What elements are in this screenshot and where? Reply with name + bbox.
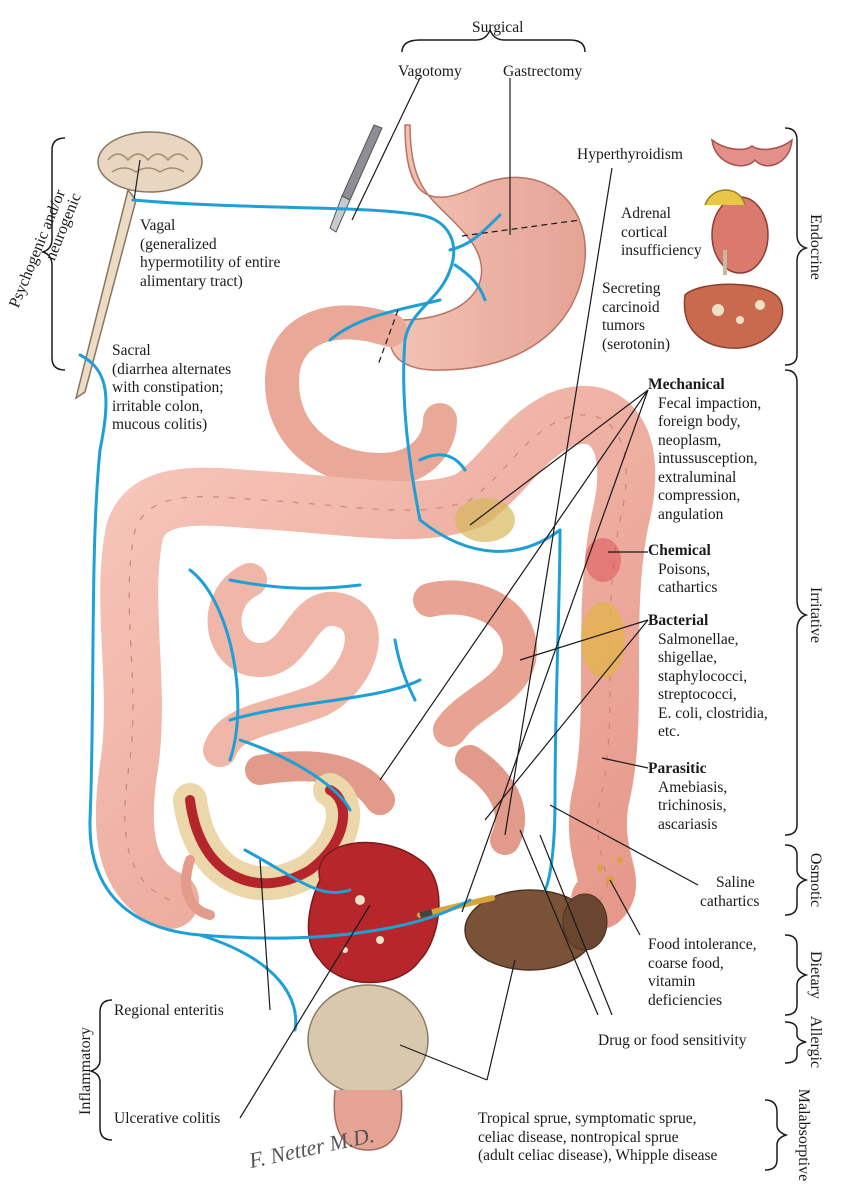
nerve-pathways bbox=[78, 198, 562, 1032]
bacterial-title: Bacterial bbox=[648, 612, 709, 629]
duodenum bbox=[265, 305, 457, 488]
adrenal-line: Adrenal bbox=[621, 205, 671, 222]
endocrine-group-label: Endocrine bbox=[807, 214, 824, 280]
osmotic-line: cathartics bbox=[700, 892, 760, 910]
parasitic-line: trichinosis, bbox=[658, 797, 727, 814]
vagal-title: Vagal bbox=[140, 217, 176, 234]
parasitic-line: ascariasis bbox=[658, 815, 718, 833]
vagal-line: alimentary tract) bbox=[140, 272, 243, 290]
brain-and-spinal-cord bbox=[74, 131, 203, 400]
bacterial-line: etc. bbox=[658, 723, 680, 740]
inflammatory-group-label: Inflammatory bbox=[77, 1027, 94, 1115]
sacral-line: mucous colitis) bbox=[112, 416, 208, 433]
surgical-group-label: Surgical bbox=[472, 19, 524, 36]
vagotomy-label: Vagotomy bbox=[398, 63, 462, 80]
adrenal-kidney-icon bbox=[704, 189, 769, 275]
drug-food-sensitivity-label: Drug or food sensitivity bbox=[598, 1032, 747, 1049]
sacral-line: irritable colon, bbox=[112, 397, 204, 415]
colon bbox=[95, 386, 656, 929]
osmotic-block: Saline cathartics bbox=[700, 874, 759, 911]
osmotic-line: Saline bbox=[716, 874, 755, 891]
malabsorptive-block: Tropical sprue, symptomatic sprue, celia… bbox=[478, 1110, 717, 1166]
sacral-title: Sacral bbox=[112, 342, 151, 359]
bacterial-block: Bacterial Salmonellae, shigellae, staphy… bbox=[648, 612, 768, 742]
rectal-mass bbox=[307, 984, 429, 1151]
malabsorptive-line: celiac disease, nontropical sprue bbox=[478, 1128, 679, 1146]
mechanical-line: foreign body, bbox=[658, 413, 741, 430]
hyperthyroidism-label: Hyperthyroidism bbox=[577, 146, 683, 163]
allergic-group-label: Allergic bbox=[807, 1015, 824, 1069]
adrenal-block: Adrenal cortical insufficiency bbox=[621, 205, 702, 261]
mechanical-line: extraluminal bbox=[658, 468, 737, 486]
vagal-line: (generalized bbox=[140, 235, 217, 253]
parasitic-title: Parasitic bbox=[648, 760, 707, 777]
group-braces bbox=[40, 27, 809, 1171]
liver-carcinoid-icon bbox=[683, 283, 784, 349]
malabsorptive-line: Tropical sprue, symptomatic sprue, bbox=[478, 1110, 697, 1127]
dietary-line: coarse food, bbox=[648, 954, 724, 972]
parasitic-block: Parasitic Amebiasis, trichinosis, ascari… bbox=[648, 760, 727, 834]
fecal-mass bbox=[464, 889, 608, 971]
mechanical-line: angulation bbox=[658, 505, 724, 523]
adrenal-line: insufficiency bbox=[621, 242, 702, 259]
gastrectomy-label: Gastrectomy bbox=[503, 63, 583, 80]
mechanical-block: Mechanical Fecal impaction, foreign body… bbox=[648, 376, 761, 524]
carcinoid-line: (serotonin) bbox=[602, 335, 671, 353]
stomach bbox=[389, 124, 586, 371]
chemical-line: Poisons, bbox=[658, 560, 711, 578]
thyroid-icon bbox=[711, 138, 793, 167]
scalpel-icon bbox=[329, 124, 383, 233]
colon-lesions bbox=[455, 498, 625, 884]
sigmoid-colon bbox=[307, 841, 440, 984]
mechanical-line: Fecal impaction, bbox=[658, 394, 762, 412]
leader-lines bbox=[239, 77, 699, 1119]
mechanical-line: neoplasm, bbox=[658, 431, 722, 449]
bacterial-line: shigellae, bbox=[658, 649, 717, 666]
sacral-block: Sacral (diarrhea alternates with constip… bbox=[112, 342, 231, 435]
carcinoid-line: tumors bbox=[602, 317, 646, 334]
bacterial-line: staphylococci, bbox=[658, 667, 748, 685]
irritative-group-label: Irritative bbox=[807, 587, 824, 643]
malabsorptive-line: (adult celiac disease), Whipple disease bbox=[478, 1147, 718, 1164]
dietary-line: deficiencies bbox=[648, 991, 723, 1009]
mechanical-line: compression, bbox=[658, 487, 741, 504]
chemical-line: cathartics bbox=[658, 579, 718, 596]
bacterial-line: E. coli, clostridia, bbox=[658, 704, 768, 722]
sacral-line: with constipation; bbox=[112, 379, 224, 396]
malabsorptive-group-label: Malabsorptive bbox=[795, 1088, 812, 1182]
carcinoid-block: Secreting carcinoid tumors (serotonin) bbox=[602, 280, 670, 354]
vagal-line: hypermotility of entire bbox=[140, 254, 281, 271]
parasitic-line: Amebiasis, bbox=[658, 778, 728, 796]
small-intestine bbox=[203, 563, 538, 855]
dietary-line: vitamin bbox=[648, 973, 696, 990]
carcinoid-line: Secreting bbox=[602, 280, 661, 297]
bacterial-line: streptococci, bbox=[658, 686, 737, 703]
adrenal-line: cortical bbox=[621, 223, 668, 241]
regional-enteritis-label: Regional enteritis bbox=[114, 1002, 224, 1019]
osmotic-group-label: Osmotic bbox=[807, 852, 824, 908]
sacral-line: (diarrhea alternates bbox=[112, 360, 232, 378]
ulcerative-colitis-label: Ulcerative colitis bbox=[114, 1110, 221, 1127]
chemical-title: Chemical bbox=[648, 542, 711, 559]
mechanical-title: Mechanical bbox=[648, 376, 725, 393]
dietary-block: Food intolerance, coarse food, vitamin d… bbox=[648, 936, 756, 1010]
dietary-line: Food intolerance, bbox=[648, 936, 757, 953]
terminal-ileum bbox=[173, 773, 360, 920]
vagal-block: Vagal (generalized hypermotility of enti… bbox=[140, 217, 280, 291]
chemical-block: Chemical Poisons, cathartics bbox=[648, 542, 717, 598]
bacterial-line: Salmonellae, bbox=[658, 630, 739, 648]
carcinoid-line: carcinoid bbox=[602, 298, 660, 316]
mechanical-line: intussusception, bbox=[658, 450, 758, 467]
